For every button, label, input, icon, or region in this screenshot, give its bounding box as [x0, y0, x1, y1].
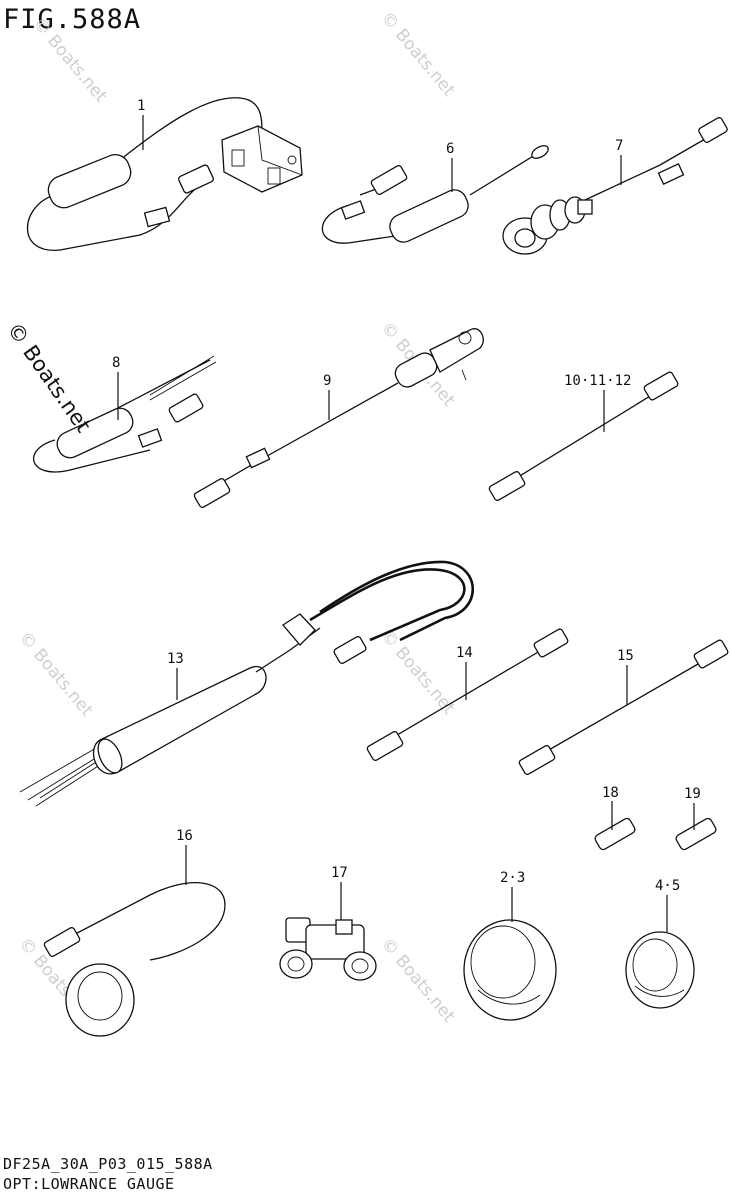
callout-16: 16: [176, 828, 193, 844]
part-6-cable[interactable]: [321, 143, 550, 246]
part-1-transducer-cable[interactable]: [26, 97, 303, 251]
callout-10-11-12: 10·11·12: [564, 373, 631, 389]
callout-19: 19: [684, 786, 701, 802]
callout-14: 14: [456, 645, 473, 661]
callout-18: 18: [602, 785, 619, 801]
callout-13: 13: [167, 651, 184, 667]
callout-15: 15: [617, 648, 634, 664]
part-16-transducer[interactable]: [43, 882, 226, 1037]
callout-4-5: 4·5: [655, 878, 680, 894]
callout-1: 1: [137, 98, 145, 114]
part-4-5-gauge-ring[interactable]: [625, 931, 695, 1009]
callout-8: 8: [112, 355, 120, 371]
figure-caption: OPT:LOWRANCE GAUGE: [3, 1175, 175, 1193]
part-7-thru-hull[interactable]: [502, 117, 728, 255]
part-2-3-gauge-ring[interactable]: [463, 919, 557, 1021]
part-18-terminator[interactable]: [594, 817, 637, 851]
callout-6: 6: [446, 141, 454, 157]
callout-17: 17: [331, 865, 348, 881]
part-17-t-connector[interactable]: [279, 917, 377, 981]
part-9-speed-sensor[interactable]: [193, 328, 484, 509]
callout-leaders: [117, 115, 695, 932]
part-19-terminator[interactable]: [675, 817, 718, 851]
figure-footer: DF25A_30A_P03_015_588A OPT:LOWRANCE GAUG…: [3, 1154, 213, 1194]
callout-9: 9: [323, 373, 331, 389]
figure-code: DF25A_30A_P03_015_588A: [3, 1155, 213, 1173]
part-10-11-12-extension-cable[interactable]: [488, 371, 679, 501]
part-15-cable[interactable]: [518, 639, 729, 775]
part-14-cable[interactable]: [366, 628, 569, 761]
callout-7: 7: [615, 138, 623, 154]
figure-title: FIG.588A: [3, 4, 142, 35]
part-8-cable[interactable]: [33, 355, 217, 473]
callout-2-3: 2·3: [500, 870, 525, 886]
part-13-harness[interactable]: [19, 560, 474, 807]
